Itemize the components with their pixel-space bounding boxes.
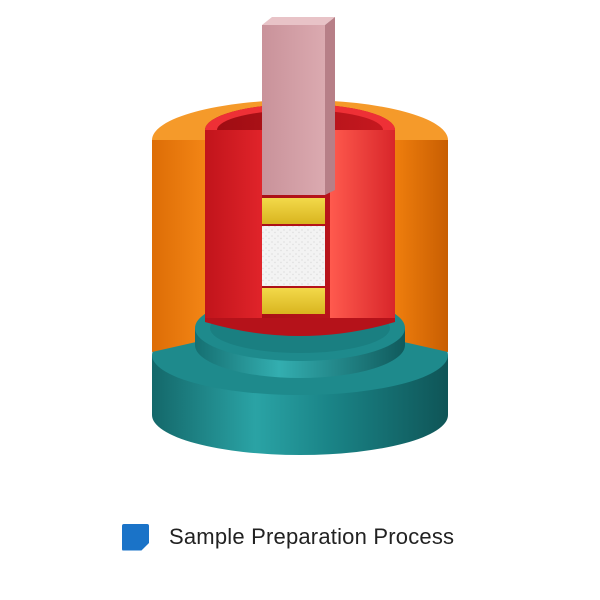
upper-spacer: [262, 198, 325, 224]
punch-rod: [262, 17, 335, 195]
legend-swatch: [122, 523, 149, 551]
outer-sleeve: [152, 100, 448, 352]
lower-spacer: [262, 288, 325, 314]
legend-label: Sample Preparation Process: [169, 524, 455, 549]
legend: Sample Preparation Process: [122, 520, 454, 554]
sample-layer: [262, 226, 325, 286]
